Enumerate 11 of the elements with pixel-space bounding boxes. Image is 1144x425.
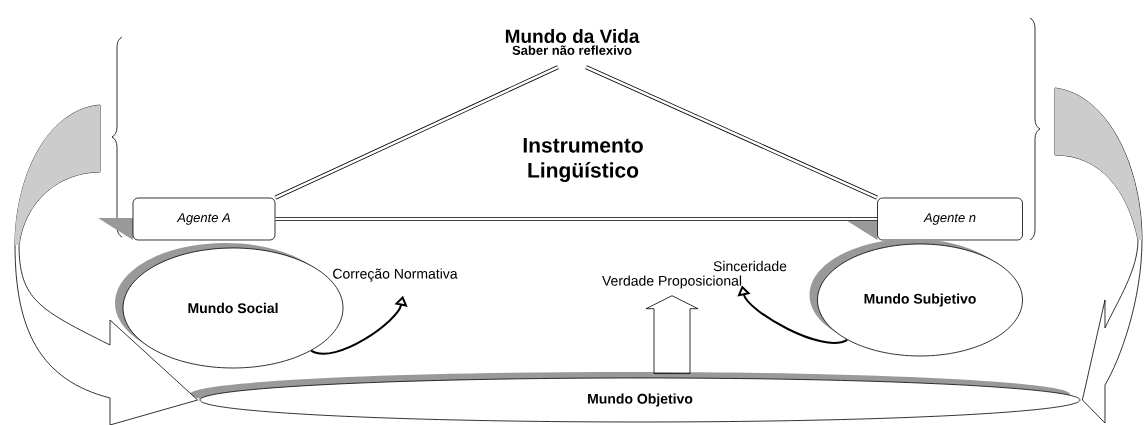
heading: Mundo da Vida Saber não reflexivo — [505, 29, 640, 55]
triangle-label: Instrumento Lingüístico — [523, 138, 643, 182]
double-line — [275, 216, 878, 222]
double-line — [585, 65, 878, 200]
claim-text: Sinceridade — [713, 260, 787, 272]
block-arrow — [645, 295, 699, 374]
claim-text: Verdade Proposicional — [602, 275, 742, 289]
curved-block-arrow — [14, 104, 198, 425]
agent-box: Agente n — [842, 197, 1023, 241]
double-line — [274, 65, 559, 200]
agent-box: Agente A — [98, 197, 276, 241]
